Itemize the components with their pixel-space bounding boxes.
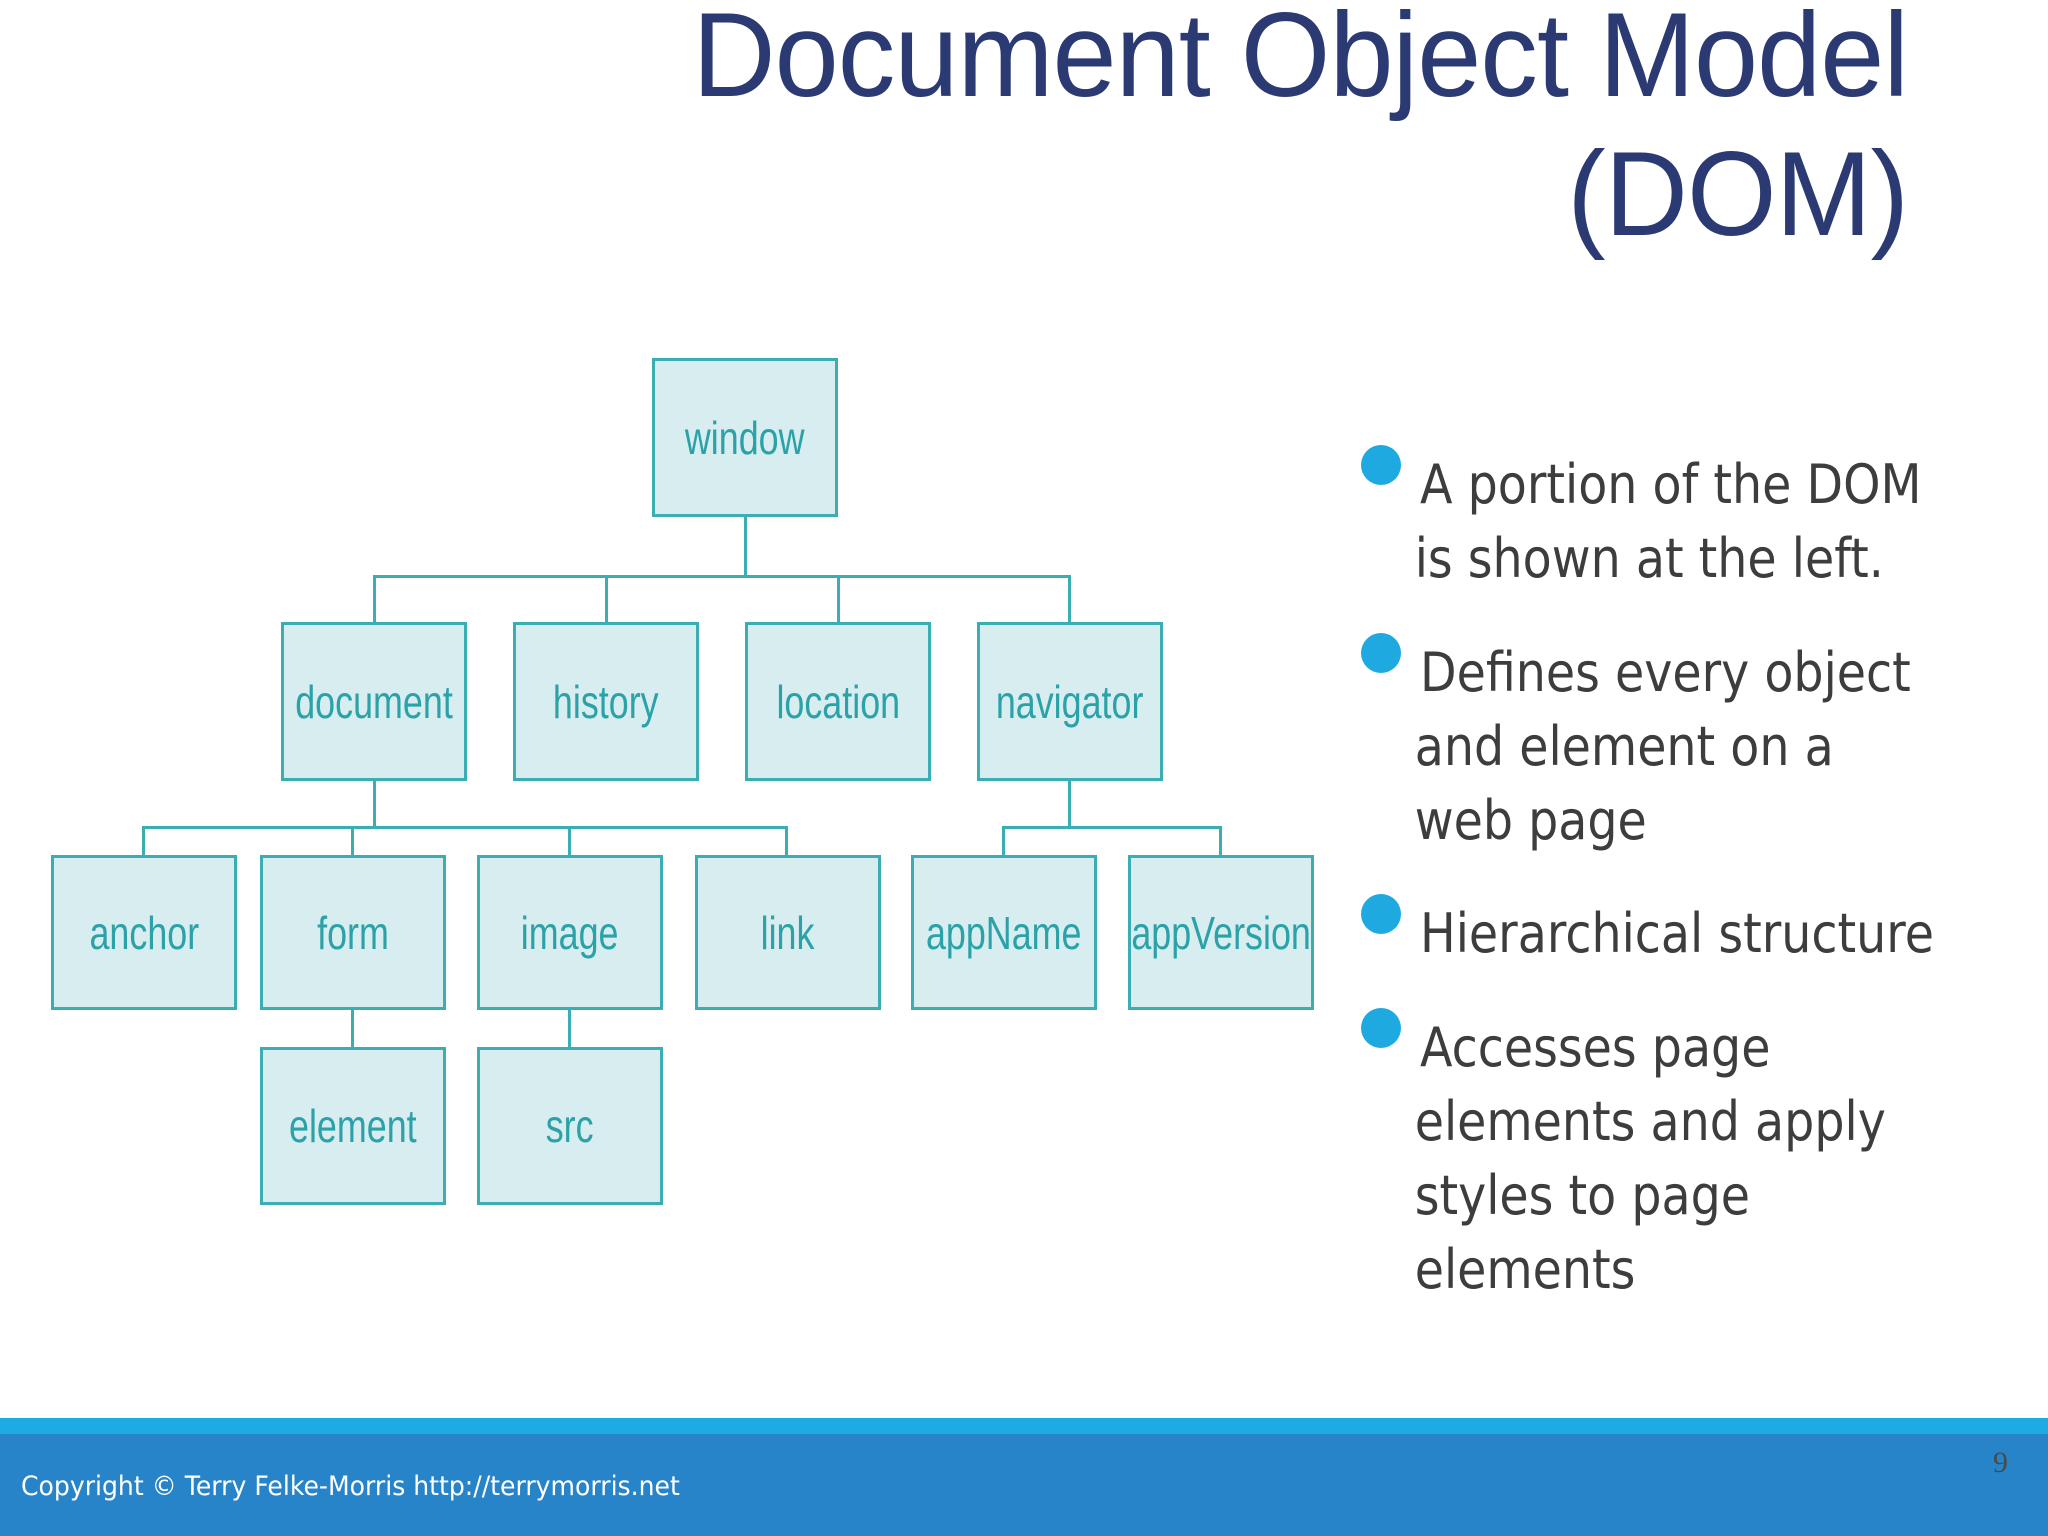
- connector: [351, 826, 354, 856]
- connector: [1068, 780, 1071, 828]
- node-history: history: [513, 622, 699, 781]
- node-label: history: [553, 675, 659, 728]
- node-navigator: navigator: [977, 622, 1163, 781]
- slide-title: Document Object Model (DOM): [372, 0, 1909, 264]
- node-anchor: anchor: [51, 855, 237, 1010]
- connector: [373, 780, 376, 828]
- connector: [1002, 826, 1222, 829]
- connector: [1219, 826, 1222, 856]
- node-src: src: [477, 1047, 663, 1205]
- node-label: src: [546, 1100, 594, 1152]
- bullet-text: A portion of the DOM is shown at the lef…: [1414, 453, 1922, 590]
- connector: [837, 575, 840, 623]
- title-line-2: (DOM): [1567, 127, 1909, 261]
- page-number: 9: [1993, 1446, 2008, 1479]
- bullet-dot-icon: [1361, 894, 1401, 934]
- title-line-1: Document Object Model: [692, 0, 1909, 122]
- connector: [351, 1009, 354, 1049]
- connector: [568, 1009, 571, 1049]
- node-document: document: [281, 622, 467, 781]
- node-appname: appName: [911, 855, 1097, 1010]
- connector: [605, 575, 608, 623]
- node-label: window: [685, 411, 805, 464]
- node-element: element: [260, 1047, 446, 1205]
- node-label: navigator: [996, 675, 1144, 728]
- connector: [1068, 575, 1071, 623]
- connector: [1002, 826, 1005, 856]
- node-appversion: appVersion: [1128, 855, 1314, 1010]
- bullet-text: Hierarchical structure: [1420, 902, 1934, 965]
- bullet-dot-icon: [1361, 445, 1401, 485]
- node-label: element: [289, 1100, 417, 1152]
- node-label: document: [295, 675, 453, 728]
- node-label: location: [776, 675, 900, 728]
- node-image: image: [477, 855, 663, 1010]
- connector: [568, 826, 571, 856]
- node-link: link: [695, 855, 881, 1010]
- bullet-text: Defines every object and element on a we…: [1414, 641, 1911, 852]
- bullet-list: A portion of the DOM is shown at the lef…: [1360, 0, 2048, 1400]
- node-label: appName: [926, 906, 1082, 959]
- bullet-text: Accesses page elements and apply styles …: [1414, 1016, 1886, 1301]
- node-label: image: [521, 906, 619, 959]
- node-form: form: [260, 855, 446, 1010]
- node-label: appVersion: [1131, 906, 1311, 959]
- connector: [142, 826, 787, 829]
- connector: [373, 575, 1071, 578]
- node-label: anchor: [89, 906, 199, 959]
- node-window: window: [652, 358, 838, 517]
- node-location: location: [745, 622, 931, 781]
- connector: [785, 826, 788, 856]
- footer-bar: [0, 1434, 2048, 1536]
- connector: [142, 826, 145, 856]
- dom-tree-diagram: window document history location navigat…: [51, 358, 1314, 1205]
- footer-accent-stripe: [0, 1418, 2048, 1434]
- connector: [744, 516, 747, 576]
- node-label: form: [317, 906, 389, 959]
- footer-copyright: Copyright © Terry Felke-Morris http://te…: [21, 1471, 680, 1502]
- bullet-dot-icon: [1361, 633, 1401, 673]
- connector: [373, 575, 376, 623]
- node-label: link: [761, 906, 815, 959]
- bullet-dot-icon: [1361, 1008, 1401, 1048]
